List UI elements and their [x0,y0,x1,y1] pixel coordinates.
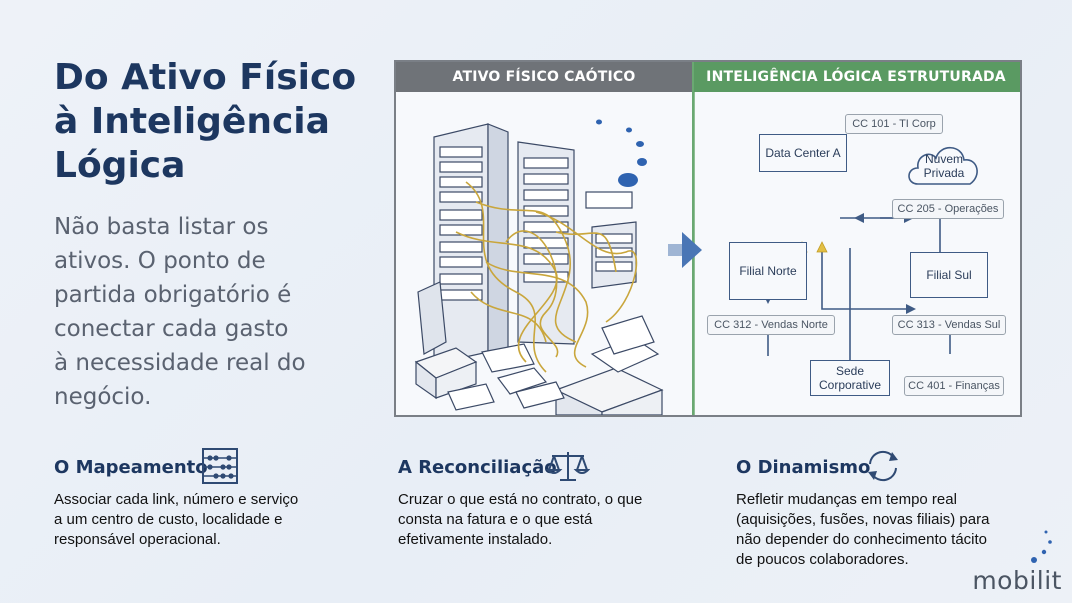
tag-cc401: CC 401 - Finanças [904,376,1004,396]
subtitle-line-2: ativos. O ponto de [54,248,266,274]
node-filial-sul: Filial Sul [910,252,988,298]
comparison-panel: ATIVO FÍSICO CAÓTICO INTELIGÊNCIA LÓGICA… [394,60,1022,417]
sede-label-line-1: Sede [835,364,865,378]
feature-mapeamento-line-1: Associar cada link, número e serviço [54,491,299,508]
cloud-label-line-2: Privada [923,166,965,180]
panel-divider [692,62,694,415]
server-rack-illustration [414,123,664,415]
feature-mapeamento-line-2: a um centro de custo, localidade e [54,511,283,528]
feature-reconciliacao-line-3: efetivamente instalado. [398,531,553,548]
tangled-cables [455,181,638,373]
feature-reconciliacao-text: Cruzar o que está no contrato, o que con… [398,490,698,550]
feature-dinamismo-line-1: Refletir mudanças em tempo real [736,491,957,508]
tag-cc313: CC 313 - Vendas Sul [892,315,1006,335]
transition-arrow [668,232,702,268]
node-data-center-a: Data Center A [759,134,847,172]
feature-reconciliacao-line-1: Cruzar o que está no contrato, o que [398,491,643,508]
title-line-3: Lógica [54,145,186,186]
node-nuvem-privada: Nuvem Privada [909,152,979,180]
structured-logic-header: INTELIGÊNCIA LÓGICA ESTRUTURADA [692,62,1020,92]
logo-dots-icon [1031,530,1052,563]
tag-cc312: CC 312 - Vendas Norte [707,315,835,335]
panel-illustration [414,119,951,415]
feature-dinamismo-title: O Dinamismo [736,457,871,478]
cloud-icon [908,146,978,185]
feature-mapeamento-text: Associar cada link, número e serviço a u… [54,490,374,550]
feature-dinamismo-line-4: de poucos colaboradores. [736,551,909,568]
subtitle-line-4: conectar cada gasto [54,316,289,342]
subtitle: Não basta listar os ativos. O ponto de p… [54,210,354,414]
feature-mapeamento: O Mapeamento Associar cada link, número … [54,446,374,550]
chaotic-asset-header: ATIVO FÍSICO CAÓTICO [396,62,692,92]
feature-dinamismo-line-3: não depender do conhecimento tácito [736,531,988,548]
node-sede-corporative: Sede Corporative [810,360,890,396]
feature-dinamismo-line-2: (aquisições, fusões, novas filiais) para [736,511,990,528]
feature-reconciliacao-line-2: consta na fatura e o que está [398,511,593,528]
balance-scale-icon [546,452,590,481]
node-filial-norte: Filial Norte [729,242,807,300]
tag-cc101: CC 101 - TI Corp [845,114,943,134]
title-line-2: à Inteligência [54,101,330,142]
abacus-icon [202,448,238,484]
subtitle-line-3: partida obrigatório é [54,282,292,308]
feature-reconciliacao-title: A Reconciliação [398,457,557,478]
feature-mapeamento-line-3: responsável operacional. [54,531,221,548]
feature-mapeamento-title: O Mapeamento [54,457,208,478]
scattered-dots [596,119,647,187]
page-title: Do Ativo Físico à Inteligência Lógica [54,56,384,188]
title-line-1: Do Ativo Físico [54,57,357,98]
refresh-cycle-icon [868,450,898,482]
feature-dinamismo: O Dinamismo Refletir mudanças em tempo r… [736,446,1036,570]
subtitle-line-6: negócio. [54,384,152,410]
mobilit-logo: mobilit [972,566,1062,595]
feature-dinamismo-text: Refletir mudanças em tempo real (aquisiç… [736,490,1036,570]
subtitle-line-5: à necessidade real do [54,350,306,376]
tag-cc205: CC 205 - Operações [892,199,1004,219]
sede-label-line-2: Corporative [818,378,882,392]
feature-reconciliacao: A Reconciliação Cruzar o que está no con… [398,446,698,550]
cloud-label-line-1: Nuvem [924,152,963,166]
subtitle-line-1: Não basta listar os [54,214,269,240]
